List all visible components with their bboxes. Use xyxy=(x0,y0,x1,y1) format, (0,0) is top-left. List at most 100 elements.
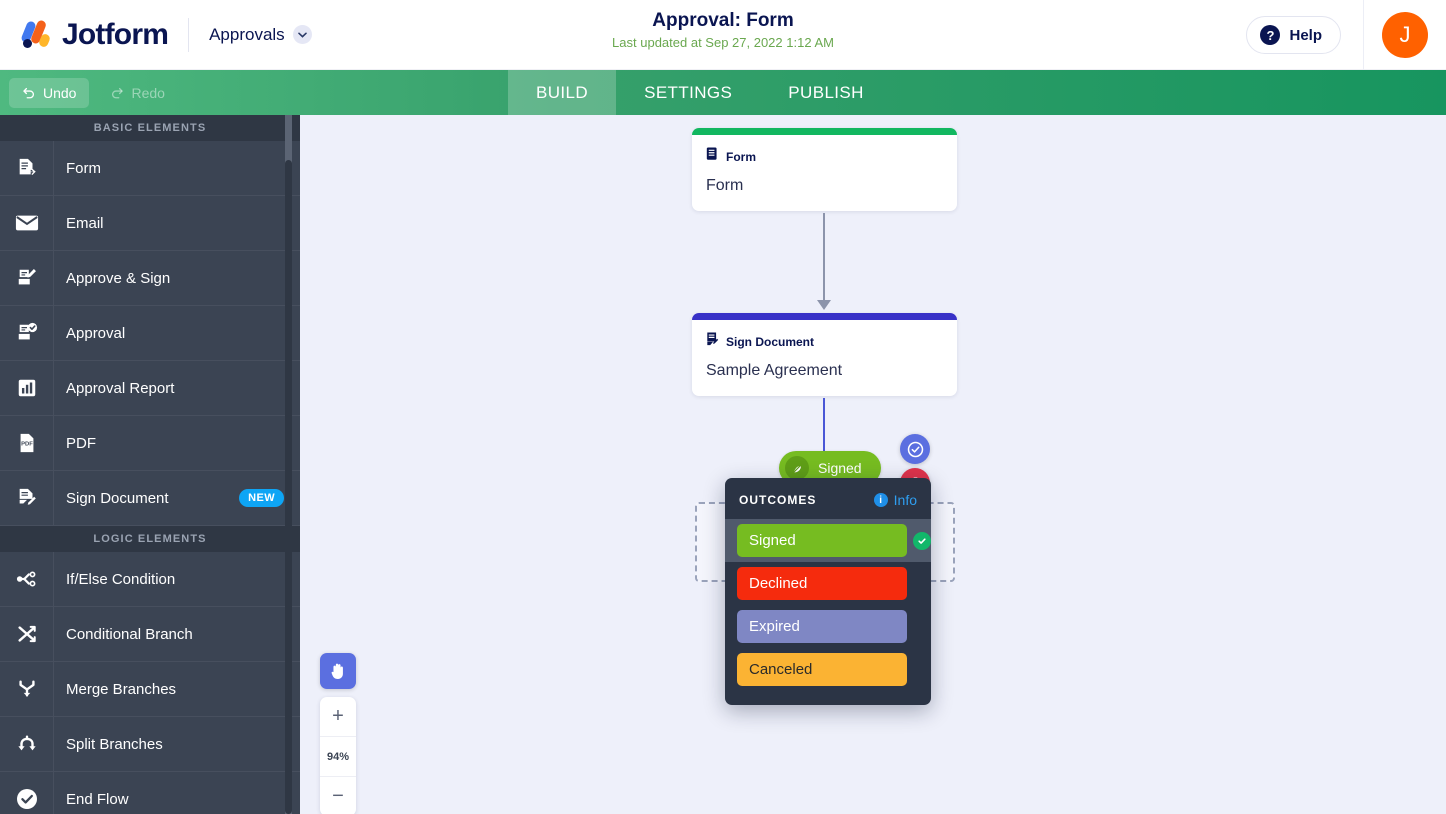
outcome-chip-label: Declined xyxy=(737,567,907,600)
flow-canvas[interactable]: Form Form Sign Document Sample Agreement xyxy=(300,115,1446,814)
end-flow-check-icon xyxy=(0,771,54,814)
tab-build[interactable]: BUILD xyxy=(508,70,617,115)
sidebar-item-approve-and-sign[interactable]: Approve & Sign xyxy=(0,250,300,306)
redo-button[interactable]: Redo xyxy=(97,78,177,108)
outcome-chip-label: Canceled xyxy=(737,653,907,686)
approve-sign-icon xyxy=(0,250,54,306)
elements-sidebar: BASIC ELEMENTS Form Email Approve & Sign… xyxy=(0,115,300,814)
history-buttons: Undo Redo xyxy=(0,77,178,108)
sidebar-item-label: Split Branches xyxy=(66,735,163,753)
sidebar-item-label: Approval xyxy=(66,324,126,342)
node-title: Sample Agreement xyxy=(706,362,843,379)
sidebar-item-label: End Flow xyxy=(66,790,129,808)
status-badge: NEW xyxy=(239,489,284,507)
brand-block: Jotform xyxy=(0,17,169,52)
tab-publish[interactable]: PUBLISH xyxy=(788,82,864,102)
sidebar-item-label: Merge Branches xyxy=(66,680,177,698)
node-type-label: Sign Document xyxy=(726,334,815,349)
check-circle-icon xyxy=(907,441,923,457)
sidebar-item-label: Email xyxy=(66,214,104,232)
merge-branches-icon xyxy=(0,661,54,717)
outcome-option-canceled[interactable]: Canceled xyxy=(725,648,931,691)
sidebar-item-email[interactable]: Email xyxy=(0,195,300,251)
sidebar-scrollbar-thumb[interactable] xyxy=(285,160,292,814)
avatar[interactable]: J xyxy=(1382,12,1428,58)
pan-tool-button[interactable] xyxy=(320,653,356,689)
undo-label: Undo xyxy=(43,84,77,101)
sidebar-item-label: Sign Document xyxy=(66,489,169,507)
top-header: Jotform Approvals Approval: Form Last up… xyxy=(0,0,1446,70)
zoom-controls: + 94% − xyxy=(320,697,356,814)
flow-node-form[interactable]: Form Form xyxy=(692,128,957,211)
outcome-pill-label: Signed xyxy=(818,460,862,476)
signature-pen-icon xyxy=(785,456,809,480)
bar-chart-icon xyxy=(0,360,54,416)
header-divider-2 xyxy=(1363,0,1364,70)
sidebar-item-label: Approval Report xyxy=(66,379,175,397)
sidebar-item-approval[interactable]: Approval xyxy=(0,305,300,361)
help-button-label: Help xyxy=(1289,26,1322,44)
zoom-level-label: 94% xyxy=(326,750,350,763)
sidebar-item-label: Conditional Branch xyxy=(66,625,193,643)
sidebar-item-split-branches[interactable]: Split Branches xyxy=(0,716,300,772)
sidebar-item-if-else-condition[interactable]: If/Else Condition xyxy=(0,551,300,607)
question-circle-icon: ? xyxy=(1260,25,1281,45)
tab-settings[interactable]: SETTINGS xyxy=(644,82,733,102)
zoom-out-button[interactable]: − xyxy=(332,785,344,807)
sidebar-section-heading-logic: LOGIC ELEMENTS xyxy=(0,526,300,552)
check-icon xyxy=(913,531,931,550)
header-actions: ? Help J xyxy=(1246,0,1446,70)
if-else-branch-icon xyxy=(0,551,54,607)
conditional-branch-icon xyxy=(0,606,54,662)
sidebar-item-sign-document[interactable]: Sign Document NEW xyxy=(0,470,300,526)
info-circle-icon: i xyxy=(873,493,888,507)
outcomes-panel-header: OUTCOMES i Info xyxy=(725,478,931,519)
form-document-icon xyxy=(0,140,54,196)
node-type-label: Form xyxy=(726,149,756,164)
flow-node-sign-document[interactable]: Sign Document Sample Agreement xyxy=(692,313,957,396)
sidebar-section-heading-basic: BASIC ELEMENTS xyxy=(0,115,300,141)
node-title: Form xyxy=(706,177,744,194)
sidebar-item-approval-report[interactable]: Approval Report xyxy=(0,360,300,416)
brand-name: Jotform xyxy=(62,17,169,51)
outcomes-panel-title: OUTCOMES xyxy=(739,493,817,507)
pdf-file-icon: PDF xyxy=(0,415,54,471)
form-document-icon xyxy=(706,147,719,166)
sidebar-item-form[interactable]: Form xyxy=(0,140,300,196)
builder-tabbar: Undo Redo BUILD SETTINGS PUBLISH xyxy=(0,70,1446,115)
sidebar-item-conditional-branch[interactable]: Conditional Branch xyxy=(0,606,300,662)
jotform-logo-icon xyxy=(20,18,52,50)
sidebar-item-label: Form xyxy=(66,159,101,177)
approvals-menu-label: Approvals xyxy=(209,24,285,44)
outcomes-panel: OUTCOMES i Info Signed Declined Expired … xyxy=(725,478,931,705)
outcome-option-signed[interactable]: Signed xyxy=(725,519,931,562)
confirm-outcome-button[interactable] xyxy=(900,434,930,464)
help-button[interactable]: ? Help xyxy=(1246,16,1341,54)
approvals-menu-button[interactable]: Approvals xyxy=(209,25,312,45)
chevron-down-icon xyxy=(292,25,312,44)
outcomes-info-label: Info xyxy=(893,492,917,508)
outcome-option-declined[interactable]: Declined xyxy=(725,562,931,605)
hand-pan-icon xyxy=(331,663,343,679)
undo-button[interactable]: Undo xyxy=(9,77,90,108)
approval-check-icon xyxy=(0,305,54,361)
sign-document-icon xyxy=(0,470,54,526)
node-color-bar xyxy=(692,128,957,135)
sidebar-item-end-flow[interactable]: End Flow xyxy=(0,771,300,814)
sidebar-item-label: If/Else Condition xyxy=(66,570,176,588)
zoom-in-button[interactable]: + xyxy=(332,705,344,727)
outcomes-info-button[interactable]: i Info xyxy=(873,492,917,508)
outcome-chip-label: Expired xyxy=(737,610,907,643)
undo-arrow-icon xyxy=(23,87,34,98)
split-branches-icon xyxy=(0,716,54,772)
outcome-chip-label: Signed xyxy=(737,524,907,557)
sidebar-item-label: Approve & Sign xyxy=(66,269,171,287)
node-color-bar xyxy=(692,313,957,320)
redo-arrow-icon xyxy=(112,87,124,98)
sidebar-item-pdf[interactable]: PDF PDF xyxy=(0,415,300,471)
header-divider xyxy=(188,17,190,52)
outcome-option-expired[interactable]: Expired xyxy=(725,605,931,648)
redo-label: Redo xyxy=(131,84,165,101)
sidebar-item-merge-branches[interactable]: Merge Branches xyxy=(0,661,300,717)
